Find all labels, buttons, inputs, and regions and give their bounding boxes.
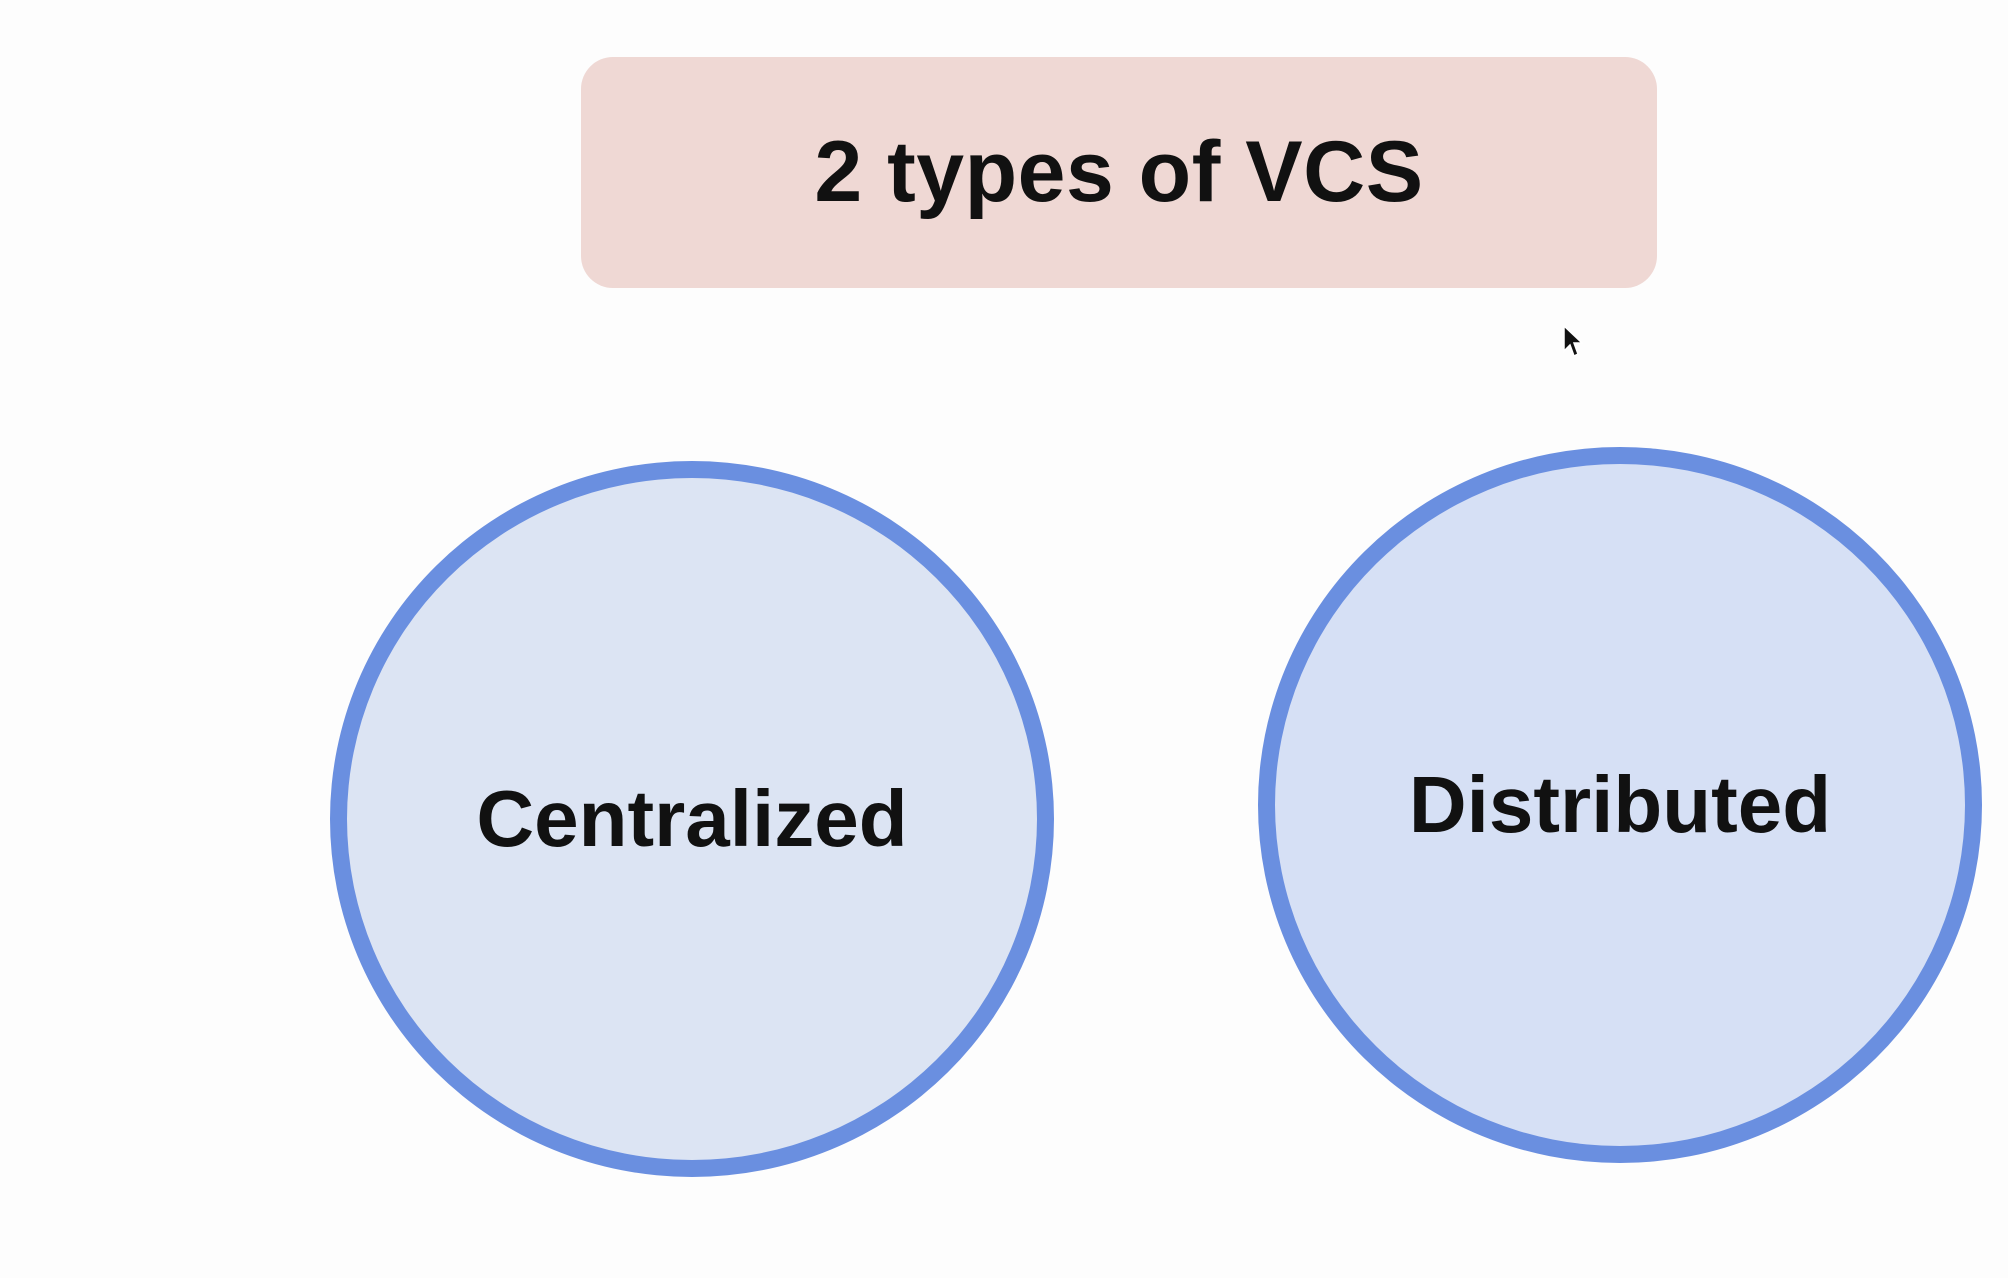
mouse-pointer-icon xyxy=(1563,325,1583,358)
distributed-circle: Distributed xyxy=(1258,447,1982,1163)
centralized-circle: Centralized xyxy=(330,461,1054,1177)
title-box: 2 types of VCS xyxy=(581,57,1657,288)
centralized-label: Centralized xyxy=(476,774,908,863)
distributed-label: Distributed xyxy=(1408,760,1832,849)
diagram-title: 2 types of VCS xyxy=(814,124,1424,220)
